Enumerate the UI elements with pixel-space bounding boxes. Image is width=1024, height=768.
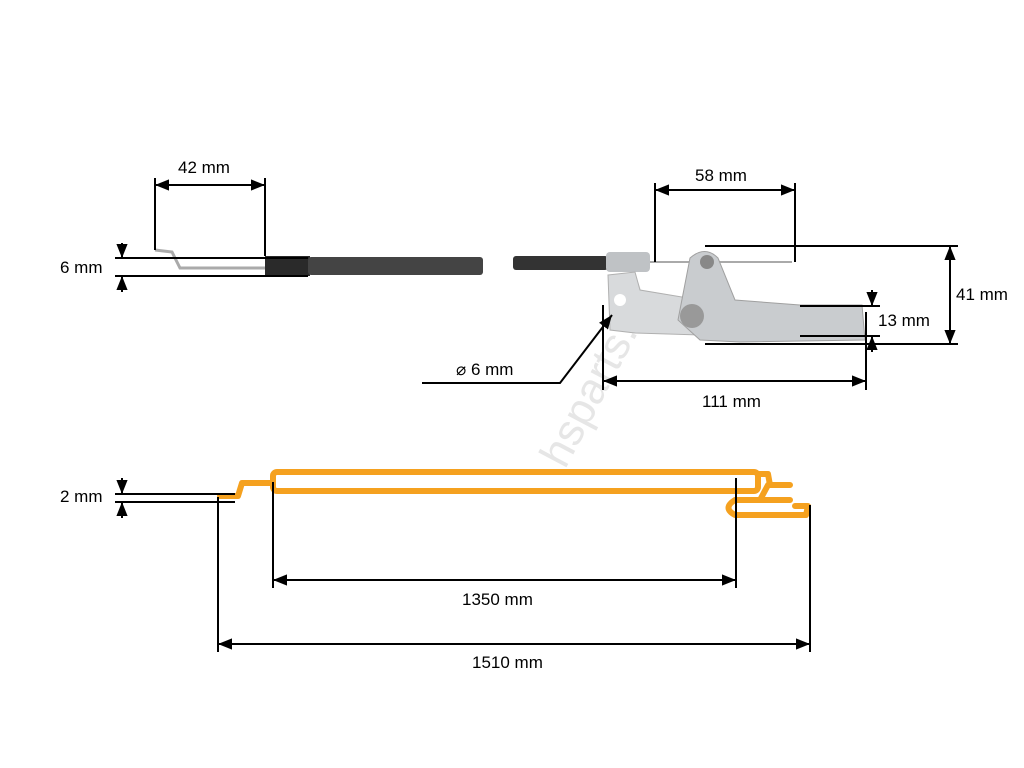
lever-offset-label: 58 mm (695, 166, 747, 185)
sheath-length-label: 1350 mm (462, 590, 533, 609)
lever-length-label: 111 mm (702, 392, 761, 411)
wire-diameter-label: 2 mm (60, 487, 103, 506)
height-label: 41 mm (956, 285, 1008, 304)
total-length-label: 1510 mm (472, 653, 543, 672)
end-length-label: 42 mm (178, 158, 230, 177)
lever-detail (422, 183, 958, 390)
cable-dimensions (115, 478, 811, 652)
cable-overview (217, 469, 811, 518)
cable-end-detail (115, 178, 483, 292)
handle-thickness-label: 13 mm (878, 311, 930, 330)
end-diameter-label: 6 mm (60, 258, 103, 277)
hole-diameter-label: ⌀ 6 mm (456, 360, 513, 379)
